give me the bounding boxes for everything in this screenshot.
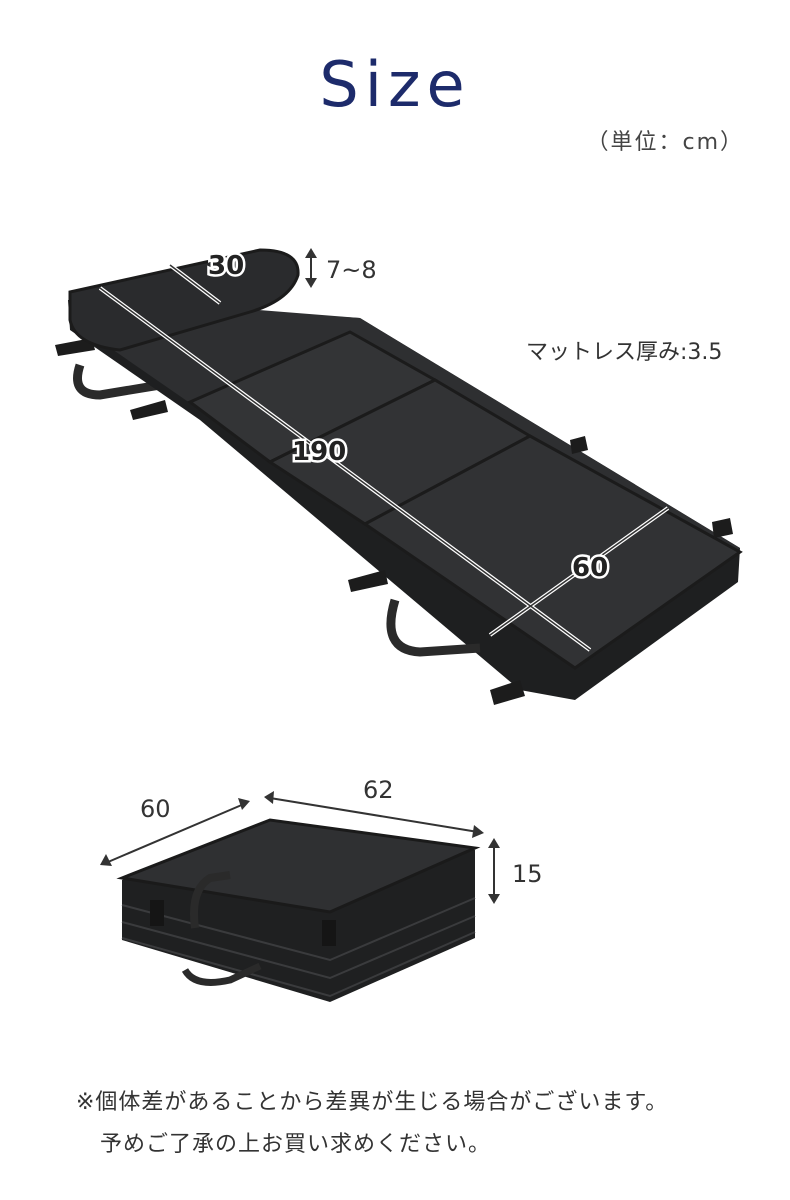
mattress-thickness-label: マットレス厚み:3.5 xyxy=(526,340,723,365)
unit-label: （単位：cm） xyxy=(586,130,744,155)
note-line-1: ※個体差があることから差異が生じる場合がございます。 xyxy=(76,1090,669,1115)
length-label: 190 xyxy=(292,437,346,467)
folded-depth-label: 60 xyxy=(140,795,171,823)
unfolded-mattress-image: 30 190 60 xyxy=(55,248,743,705)
folded-mattress-image xyxy=(100,791,500,1002)
folded-width-label: 62 xyxy=(363,776,394,804)
page-title: Size xyxy=(319,48,471,121)
note-line-2: 予めご了承の上お買い求めください。 xyxy=(100,1132,492,1157)
pillow-height-label: 7~8 xyxy=(326,256,377,284)
width-label: 60 xyxy=(572,553,608,583)
pillow-width-label: 30 xyxy=(208,251,244,281)
folded-height-label: 15 xyxy=(512,860,543,888)
